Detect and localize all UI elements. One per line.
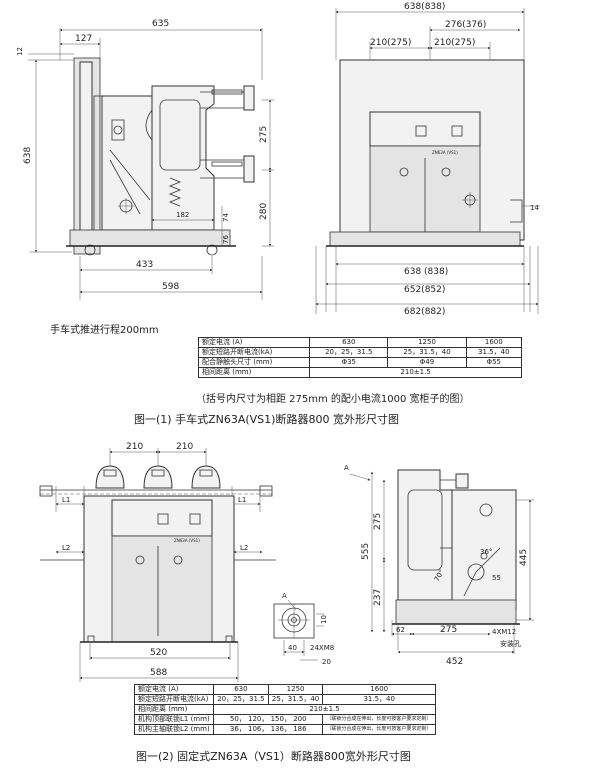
- dim2-4xm12: 4XM12: [492, 628, 516, 636]
- fig2-spec-table: 额定电流 (A) 630 1250 1600 额定短路开断电流(kA) 20，2…: [133, 684, 436, 735]
- table-cell: （联锁分合成在伸出，长度可按客户要求定制）: [322, 714, 436, 725]
- table-cell: 1600: [465, 337, 523, 348]
- dim-detail-24xm8: 24XM8: [310, 644, 334, 652]
- fig1-front-view: 638(838) 276(376) 210(275) 210(275) ZN63…: [315, 2, 540, 317]
- table-cell: 50， 120， 150， 200: [213, 714, 324, 725]
- dim-598: 598: [162, 282, 179, 292]
- dim-182: 182: [176, 211, 189, 219]
- travel-note: 手车式推进行程200mm: [50, 325, 159, 336]
- table-cell: 机构顶部联锁L1 (mm): [133, 714, 215, 725]
- dim2-452: 452: [446, 657, 463, 667]
- dim2-210-a: 210: [126, 442, 143, 452]
- dim2-L2-b: L2: [240, 544, 248, 552]
- dim-76: 76: [222, 235, 230, 244]
- table-cell: 额定短路开断电流(kA): [197, 347, 311, 358]
- dim2-588: 588: [150, 668, 167, 678]
- dim-638: 638: [23, 147, 33, 164]
- dim2-55: 55: [492, 574, 501, 582]
- table-row: 相间距离 (mm) 210±1.5: [197, 367, 522, 378]
- table-cell: 31.5，40: [465, 347, 523, 358]
- table-cell: 31.5，40: [322, 694, 436, 705]
- dim-detail-10: 10: [320, 615, 328, 624]
- table-cell: 1250: [267, 684, 324, 695]
- fig2-detail-a: A 40 10 24XM8 20: [273, 592, 334, 666]
- table-row: 配合静触头尺寸 (mm) Φ35 Φ49 Φ55: [197, 357, 523, 368]
- table-row: 相间距离 (mm) 210±1.5: [133, 704, 436, 715]
- table-cell: 210±1.5: [213, 704, 436, 715]
- dim2-L1-a: L1: [62, 496, 70, 504]
- dim-detail-20: 20: [322, 658, 331, 666]
- dim-210-275-b: 210(275): [434, 38, 475, 48]
- fig1-side-view: 635 127 12 638: [16, 19, 274, 300]
- dim-682-882: 682(882): [404, 307, 445, 317]
- front1-label: ZN63A (VS1): [432, 150, 458, 155]
- table-row: 额定短路开断电流(kA) 20，25，31.5 25，31.5，40 31.5，…: [197, 347, 523, 358]
- dim-635: 635: [152, 19, 169, 29]
- dim2-520: 520: [150, 648, 167, 658]
- dim-638-838-bot: 638 (838): [404, 267, 448, 277]
- dim2-275-v: 275: [373, 513, 383, 530]
- table-row: 机构顶部联锁L1 (mm) 50， 120， 150， 200 （联锁分合成在伸…: [133, 714, 436, 725]
- dim2-L2-a: L2: [62, 544, 70, 552]
- side-a-label: A: [344, 464, 349, 472]
- table-cell: 25，31.5，40: [387, 347, 467, 358]
- fig2-caption: 图一(2) 固定式ZN63A（VS1）断路器800宽外形尺寸图: [136, 750, 411, 763]
- table-cell: 相间距离 (mm): [133, 704, 215, 715]
- angle-36: 36°: [480, 548, 492, 556]
- table-cell: 额定电流 (A): [133, 684, 215, 695]
- paren-note: （括号内尺寸为相距 275mm 的配小电流1000 宽柜子的图）: [196, 394, 470, 405]
- dim-652-852: 652(852): [404, 285, 445, 295]
- table-cell: 20，25，31.5: [213, 694, 269, 705]
- dim-detail-40: 40: [288, 644, 297, 652]
- dim2-445: 445: [519, 549, 529, 566]
- dim-127: 127: [75, 34, 92, 44]
- table-cell: 25，31.5，40: [267, 694, 324, 705]
- dim2-L1-b: L1: [238, 496, 246, 504]
- detail-a-label: A: [282, 592, 287, 600]
- dim-74: 74: [222, 213, 230, 222]
- table-cell: Φ49: [387, 357, 467, 368]
- table-cell: 额定短路开断电流(kA): [133, 694, 215, 705]
- dim-12: 12: [16, 47, 24, 56]
- dim-275: 275: [259, 126, 269, 143]
- table-cell: 额定电流 (A): [197, 337, 311, 348]
- table-cell: Φ35: [309, 357, 389, 368]
- table-row: 额定短路开断电流(kA) 20，25，31.5 25，31.5，40 31.5，…: [133, 694, 436, 705]
- install-hole: 安装孔: [500, 639, 521, 648]
- dim-210-275-a: 210(275): [370, 38, 411, 48]
- fig1-spec-table: 额定电流 (A) 630 1250 1600 额定短路开断电流(kA) 20，2…: [197, 337, 523, 378]
- dim2-62: 62: [396, 626, 405, 634]
- table-cell: 1250: [387, 337, 467, 348]
- fig2-front-view: 210 210 L1 L1 ZN63A (VS1): [39, 442, 276, 682]
- dim2-275-h: 275: [440, 625, 457, 635]
- dim2-555: 555: [361, 543, 371, 560]
- dim-14: 14: [530, 204, 539, 212]
- table-cell: （联锁分合成在伸出，长度可按客户要求定制）: [322, 724, 436, 735]
- dim-433: 433: [136, 260, 153, 270]
- table-cell: 630: [309, 337, 389, 348]
- dim-638-838-top: 638(838): [404, 2, 445, 12]
- dim2-210-b: 210: [176, 442, 193, 452]
- dim2-237: 237: [373, 589, 383, 606]
- front2-label: ZN63A (VS1): [174, 538, 200, 543]
- table-cell: 配合静触头尺寸 (mm): [197, 357, 311, 368]
- table-row: 额定电流 (A) 630 1250 1600: [133, 684, 436, 695]
- table-cell: 36， 106， 136， 186: [213, 724, 324, 735]
- table-cell: 1600: [322, 684, 436, 695]
- table-cell: 630: [213, 684, 269, 695]
- dim-280: 280: [259, 203, 269, 220]
- table-cell: 相间距离 (mm): [197, 367, 311, 378]
- fig1-caption: 图一(1) 手车式ZN63A(VS1)断路器800 宽外形尺寸图: [134, 413, 399, 426]
- table-cell: Φ55: [465, 357, 523, 368]
- table-cell: 20，25，31.5: [309, 347, 389, 358]
- table-row: 机构主轴联锁L2 (mm) 36， 106， 136， 186 （联锁分合成在伸…: [133, 724, 436, 735]
- dim-276-376: 276(376): [445, 20, 486, 30]
- table-cell: 210±1.5: [309, 367, 522, 378]
- table-row: 额定电流 (A) 630 1250 1600: [197, 337, 523, 348]
- table-cell: 机构主轴联锁L2 (mm): [133, 724, 215, 735]
- fig2-side-view: A 555 275 237 36° 70° 55 445: [344, 464, 534, 667]
